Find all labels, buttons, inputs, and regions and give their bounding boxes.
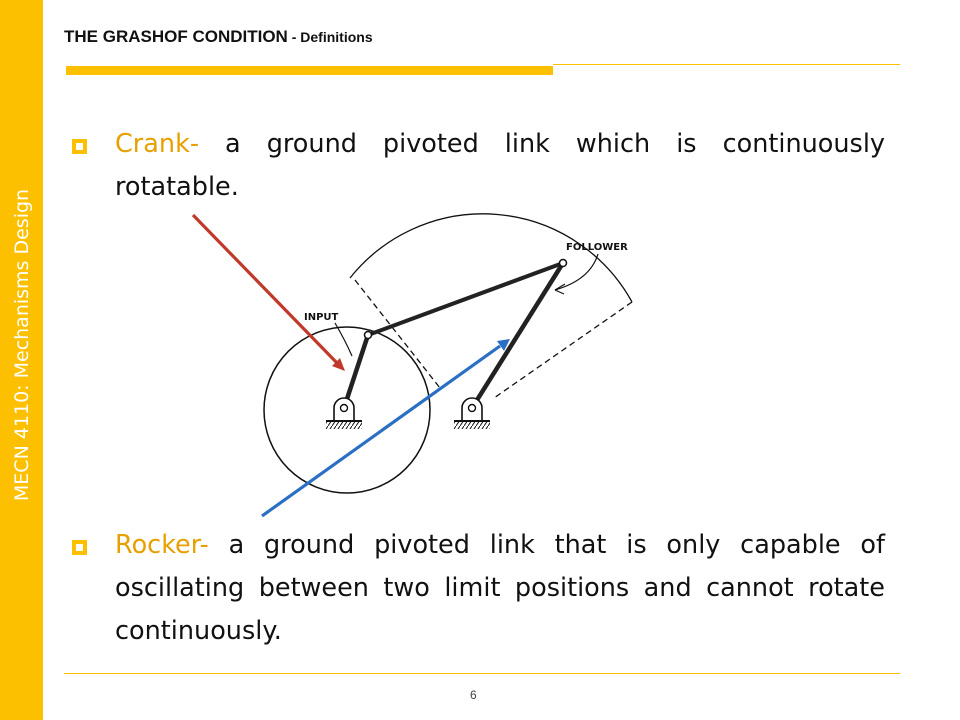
title-underline-thin xyxy=(553,64,900,65)
rocker-limit-left xyxy=(354,279,441,389)
rocker-link xyxy=(470,261,565,410)
bullet-icon xyxy=(72,540,87,555)
bullet-icon xyxy=(72,139,87,154)
ground-pivot-right xyxy=(454,397,490,429)
title-underline-thick xyxy=(66,66,553,75)
joint-crank-coupler xyxy=(363,330,373,340)
definition-crank: a ground pivoted link which is continuou… xyxy=(115,129,885,202)
slide-title-main: THE GRASHOF CONDITION xyxy=(64,27,288,46)
bullet-rocker: Rocker- a ground pivoted link that is on… xyxy=(115,524,885,653)
follower-leader xyxy=(554,253,599,291)
rocker-limit-right xyxy=(493,301,633,399)
crank-link xyxy=(341,334,371,409)
input-label: INPUT xyxy=(304,312,339,323)
crank-path-circle xyxy=(263,326,431,494)
sidebar: MECN 4110: Mechanisms Design xyxy=(0,0,43,720)
slide-title-sub: - Definitions xyxy=(287,29,373,45)
ground-pivot-left xyxy=(326,397,362,429)
term-crank: Crank- xyxy=(115,129,200,159)
rocker-arc xyxy=(349,213,633,303)
slide-title: THE GRASHOF CONDITION - Definitions xyxy=(64,27,373,47)
bullet-crank: Crank- a ground pivoted link which is co… xyxy=(115,123,885,209)
follower-label: FOLLOWER xyxy=(566,242,628,253)
term-rocker: Rocker- xyxy=(115,530,209,560)
crank-annotation-arrow xyxy=(191,213,345,371)
definition-rocker: a ground pivoted link that is only capab… xyxy=(115,530,885,646)
input-rotation-arc xyxy=(334,322,353,357)
coupler-link xyxy=(367,261,564,337)
rocker-annotation-arrow xyxy=(261,339,510,518)
follower-leader-head xyxy=(554,283,566,295)
page-number: 6 xyxy=(470,688,477,702)
footer-divider xyxy=(64,673,900,674)
joint-coupler-rocker xyxy=(558,258,568,268)
